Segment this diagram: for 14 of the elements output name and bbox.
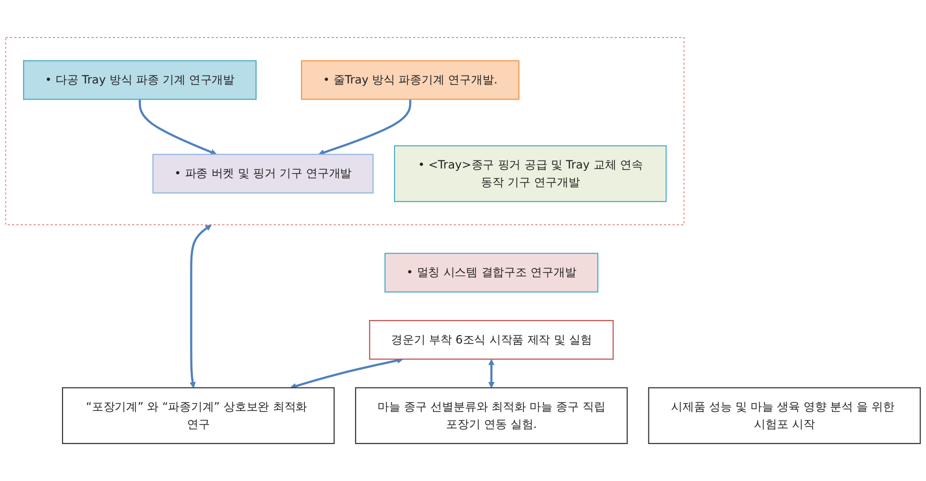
cluster bbox=[5, 37, 684, 226]
arrow bbox=[190, 224, 212, 388]
node-box: “포장기계” 와 “파종기계” 상호보완 최적화 연구 bbox=[62, 387, 335, 444]
node-box: • 멀칭 시스템 결합구조 연구개발 bbox=[384, 252, 598, 292]
node-box: 경운기 부착 6조식 시작품 제작 및 실험 bbox=[369, 320, 614, 360]
node-box: 마늘 종구 선별분류와 최적화 마늘 종구 직립포장기 연동 실험. bbox=[355, 387, 628, 444]
arrow bbox=[488, 359, 495, 388]
arrow bbox=[138, 99, 217, 156]
node-box: • 파종 버켓 및 핑거 기구 연구개발 bbox=[152, 154, 374, 194]
node-box: 시제품 성능 및 마늘 생육 영향 분석 을 위한 시험포 시작 bbox=[648, 387, 921, 444]
node-box: • 다공 Tray 방식 파종 기계 연구개발 bbox=[23, 60, 257, 100]
node-box: • 줄Tray 방식 파종기계 연구개발. bbox=[301, 60, 520, 100]
node-box: • <Tray>종구 핑거 공급 및 Tray 교체 연속동작 기구 연구개발 bbox=[394, 145, 667, 202]
arrow bbox=[318, 99, 412, 156]
